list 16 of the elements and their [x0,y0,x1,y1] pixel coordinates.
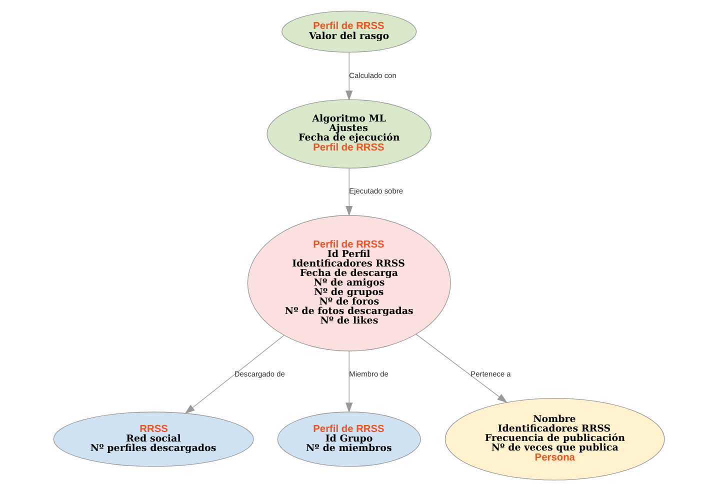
node-ellipse: RRSS Red social Nº perfiles descargados [52,412,254,467]
edge-label: Ejecutado sobre [348,186,402,196]
edge-label: Descargado de [234,370,284,379]
node-ellipse: Perfil de RRSS Valor del rasgo [281,10,416,53]
node-ellipse: Perfil de RRSS Id Perfil Identificadores RRSS Fecha de descarga Nº de amigos Nº de grupos Nº de foros Nº de fotos descargadas Nº de likes [246,215,450,352]
node-ellipse: Nombre Identificadores RRSS Frecuencia de publicación Nº de veces que publica Persona [444,398,664,480]
edge-label: Pertenece a [470,370,510,379]
arrow [415,334,507,403]
edge-label: Miembro de [348,370,388,379]
arrow [345,350,352,413]
node-ellipse: Algoritmo ML Ajustes Fecha de ejecución Perfil de RRSS [266,99,431,168]
edge-label: Calculado con [348,70,396,80]
node-ellipse: Perfil de RRSS Id Grupo Nº de miembros [276,412,420,467]
arrow [345,52,352,101]
arrow [345,168,352,216]
arrow [184,335,284,414]
